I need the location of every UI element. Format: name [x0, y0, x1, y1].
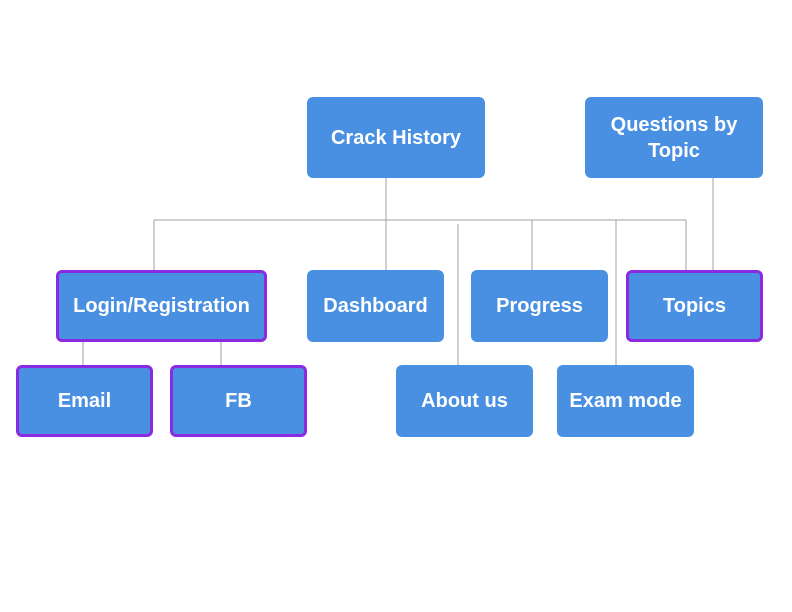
login-registration-node: Login/Registration	[56, 270, 267, 342]
about-us-label: About us	[421, 390, 508, 412]
email-node: Email	[16, 365, 153, 437]
topics-label: Topics	[663, 295, 726, 317]
login-registration-label: Login/Registration	[73, 295, 250, 317]
about-us-node: About us	[396, 365, 533, 437]
topics-node: Topics	[626, 270, 763, 342]
dashboard-node: Dashboard	[307, 270, 444, 342]
exam-mode-label: Exam mode	[569, 390, 682, 412]
questions-by-topic-label: Questions by Topic	[610, 113, 738, 162]
crack-history-label: Crack History	[330, 126, 462, 149]
exam-mode-node: Exam mode	[557, 365, 694, 437]
fb-node: FB	[170, 365, 307, 437]
progress-node: Progress	[471, 270, 608, 342]
questions-by-topic-node: Questions by Topic	[585, 97, 763, 178]
dashboard-label: Dashboard	[323, 295, 428, 317]
fb-label: FB	[225, 390, 252, 412]
email-label: Email	[57, 390, 112, 412]
crack-history-node: Crack History	[307, 97, 485, 178]
progress-label: Progress	[496, 295, 583, 317]
